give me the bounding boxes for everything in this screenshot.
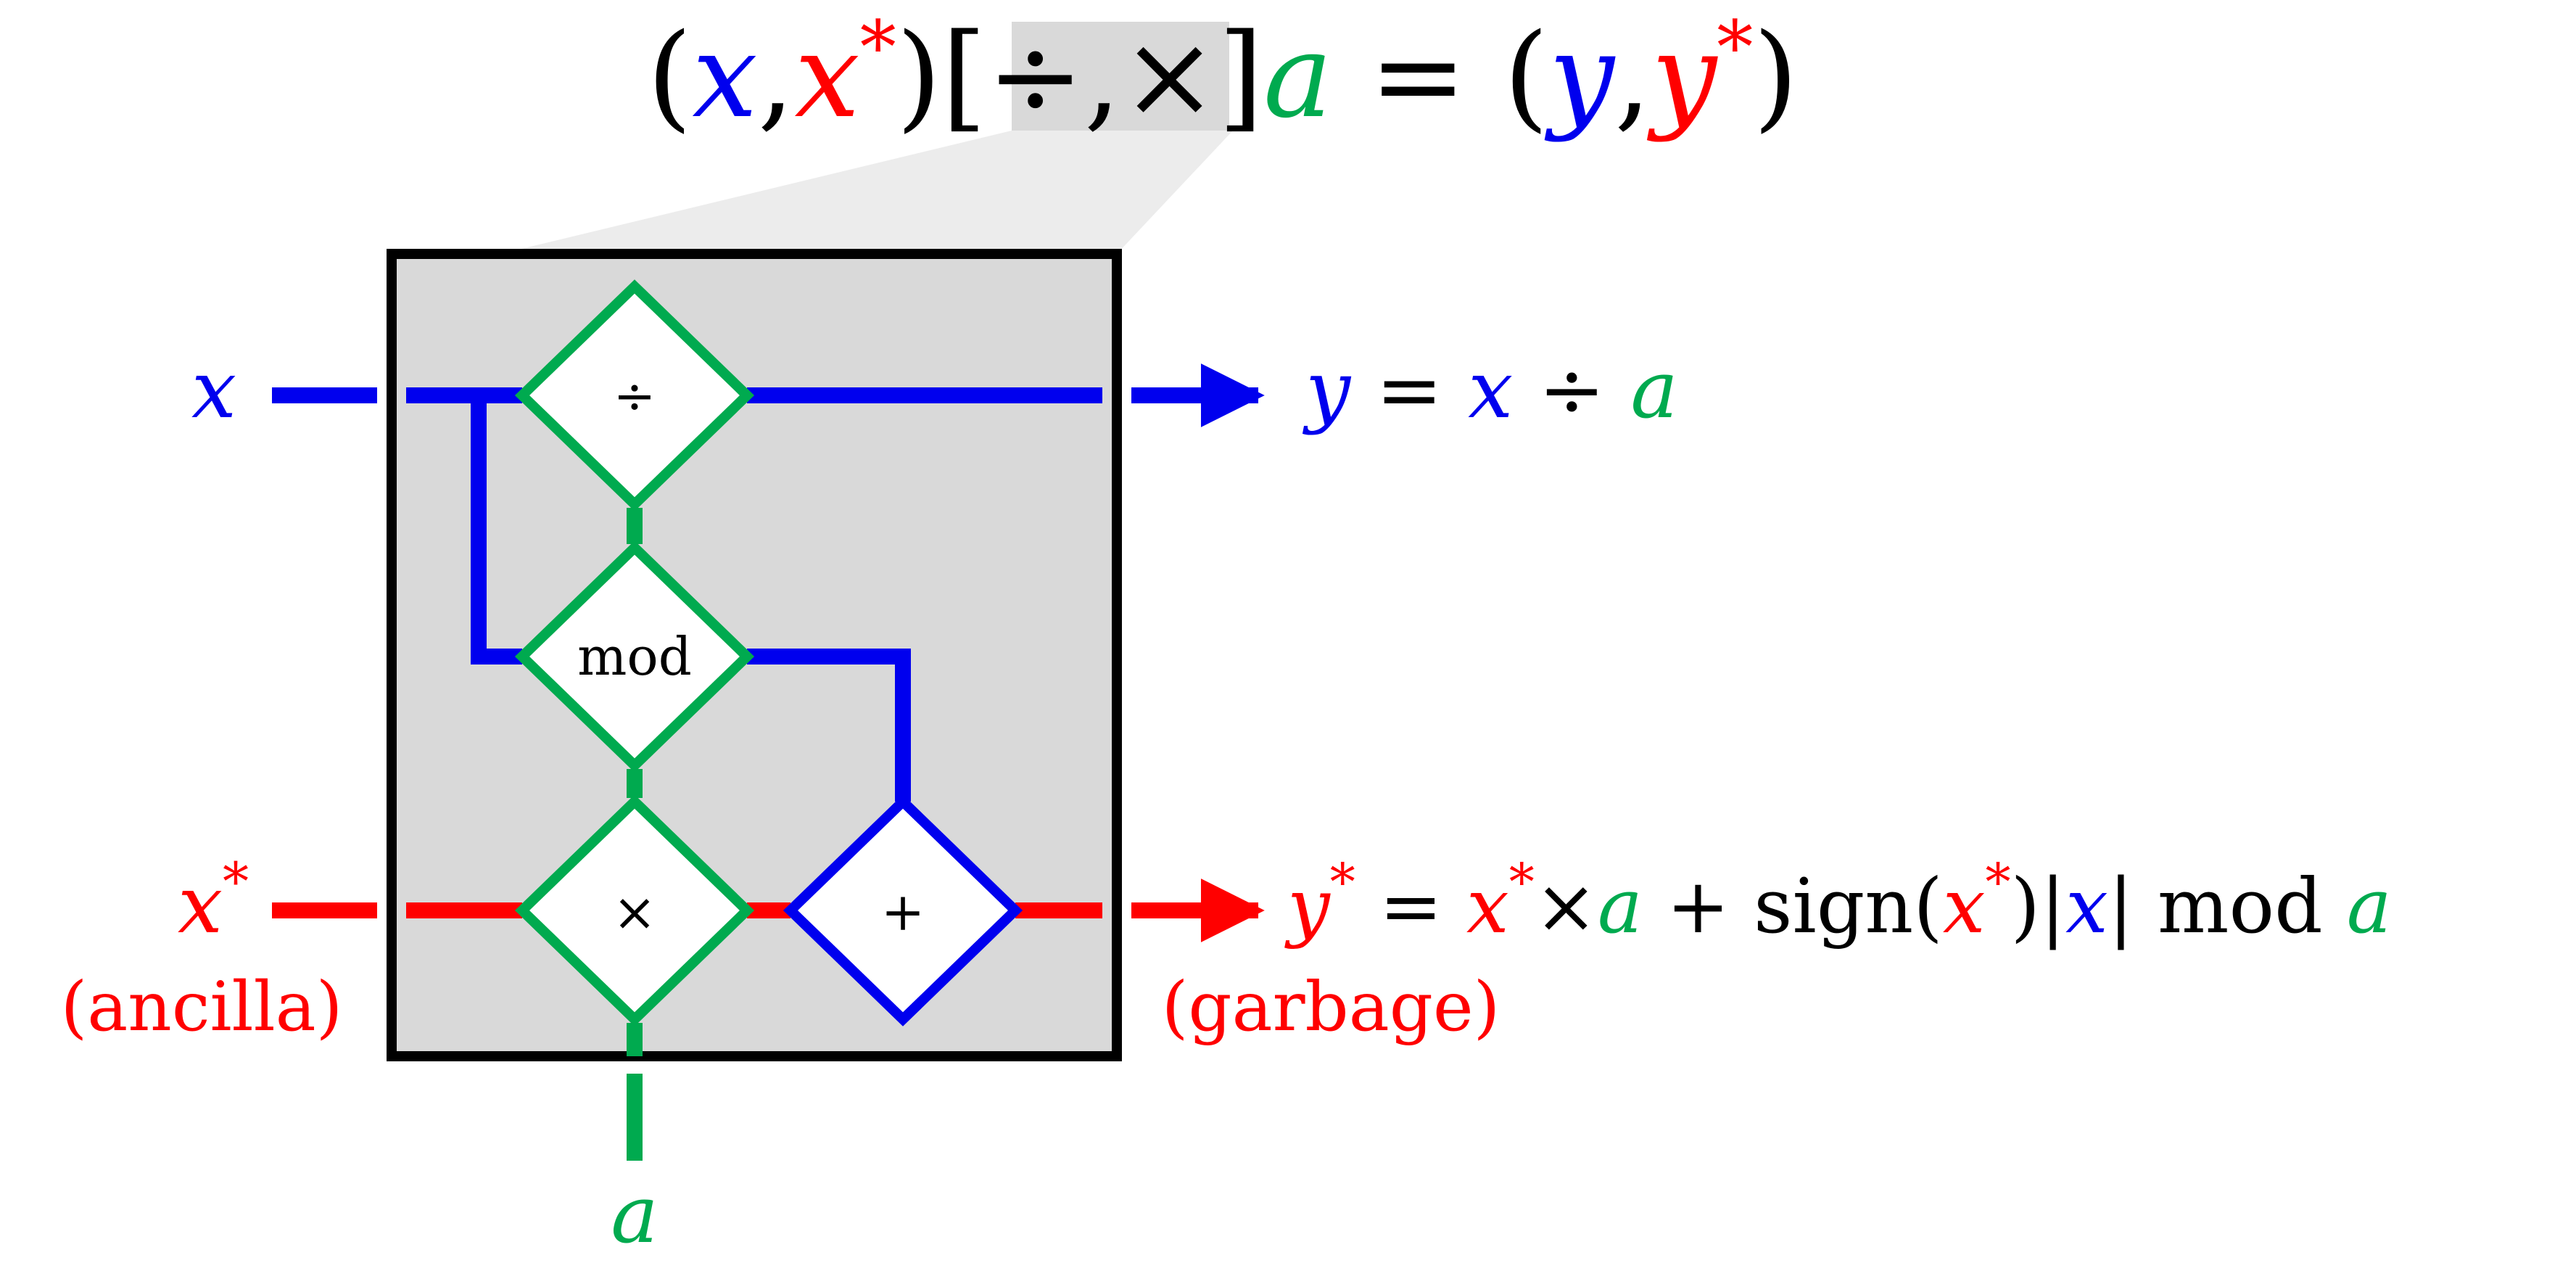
- output-ystar-x: x: [1466, 862, 1509, 950]
- output-ystar-eq: =: [1355, 862, 1466, 950]
- add-gate: [783, 794, 1023, 1027]
- output-ystar-x2: x: [1943, 862, 1986, 950]
- ancilla-label: (ancilla): [61, 968, 343, 1047]
- output-ystar: y: [1284, 862, 1331, 950]
- header-ystar: y: [1647, 8, 1719, 144]
- output-ystar-close: )|: [2011, 862, 2066, 950]
- header-rparen: ): [896, 8, 941, 144]
- output-ystar-equation: y* = x*×a + sign(x*)|x| mod a: [1284, 852, 2392, 950]
- header-x: x: [692, 8, 757, 144]
- div-gate: [514, 279, 755, 511]
- output-ystar-star: *: [1330, 852, 1355, 912]
- header-star2: *: [1717, 5, 1753, 90]
- header-rbracket: ]: [1218, 8, 1263, 144]
- output-y-div: ÷: [1513, 343, 1630, 436]
- output-y-x: x: [1468, 343, 1513, 436]
- input-a-label: a: [611, 1168, 659, 1261]
- output-y-a: a: [1630, 343, 1678, 436]
- output-ystar-a2: a: [2347, 862, 2392, 950]
- div-gate-label: ÷: [614, 366, 656, 426]
- input-xstar-label: x*: [178, 851, 249, 951]
- mod-gate-label: mod: [577, 626, 692, 687]
- header-star: *: [860, 5, 896, 90]
- mod-gate: [514, 540, 755, 773]
- output-ystar-a: a: [1598, 862, 1643, 950]
- header-lparen: (: [647, 8, 692, 144]
- output-y-equation: y = x ÷ a: [1302, 343, 1678, 436]
- input-xstar-letter: x: [178, 858, 223, 951]
- output-ystar-star3: *: [1986, 852, 2011, 912]
- output-ystar-mod: | mod: [2108, 862, 2347, 950]
- add-gate-label: +: [881, 881, 925, 942]
- header-xstar: x: [795, 8, 860, 144]
- output-ystar-times: ×: [1535, 862, 1598, 950]
- header-equals: =: [1332, 8, 1503, 144]
- header-comma2: ,: [1614, 8, 1651, 144]
- output-y: y: [1302, 343, 1352, 436]
- zoom-callout-shade: [500, 131, 1233, 254]
- ops-highlight-box: [1012, 22, 1229, 131]
- header-y: y: [1545, 8, 1617, 144]
- header-rparen2: ): [1753, 8, 1798, 144]
- output-ystar-x-star: *: [1509, 852, 1535, 912]
- output-y-eq: =: [1350, 343, 1468, 436]
- mod-to-add-wire: [747, 649, 911, 802]
- header-lparen2: (: [1503, 8, 1548, 144]
- mul-gate-label: ×: [613, 881, 656, 942]
- header-ops: ÷,×: [987, 8, 1218, 144]
- header-lbracket: [: [941, 8, 986, 144]
- x-branch-to-mod: [471, 395, 522, 665]
- header-equation: (x,x*)[÷,×]a = (y,y*): [647, 5, 1799, 144]
- garbage-label: (garbage): [1162, 968, 1500, 1047]
- output-ystar-x3: x: [2065, 862, 2108, 950]
- input-xstar-star: *: [223, 851, 249, 912]
- input-x-label: x: [191, 343, 236, 436]
- mul-gate: [514, 794, 755, 1027]
- header-a: a: [1263, 8, 1332, 144]
- output-ystar-plus-sign: + sign(: [1643, 862, 1943, 950]
- header-comma: ,: [758, 8, 795, 144]
